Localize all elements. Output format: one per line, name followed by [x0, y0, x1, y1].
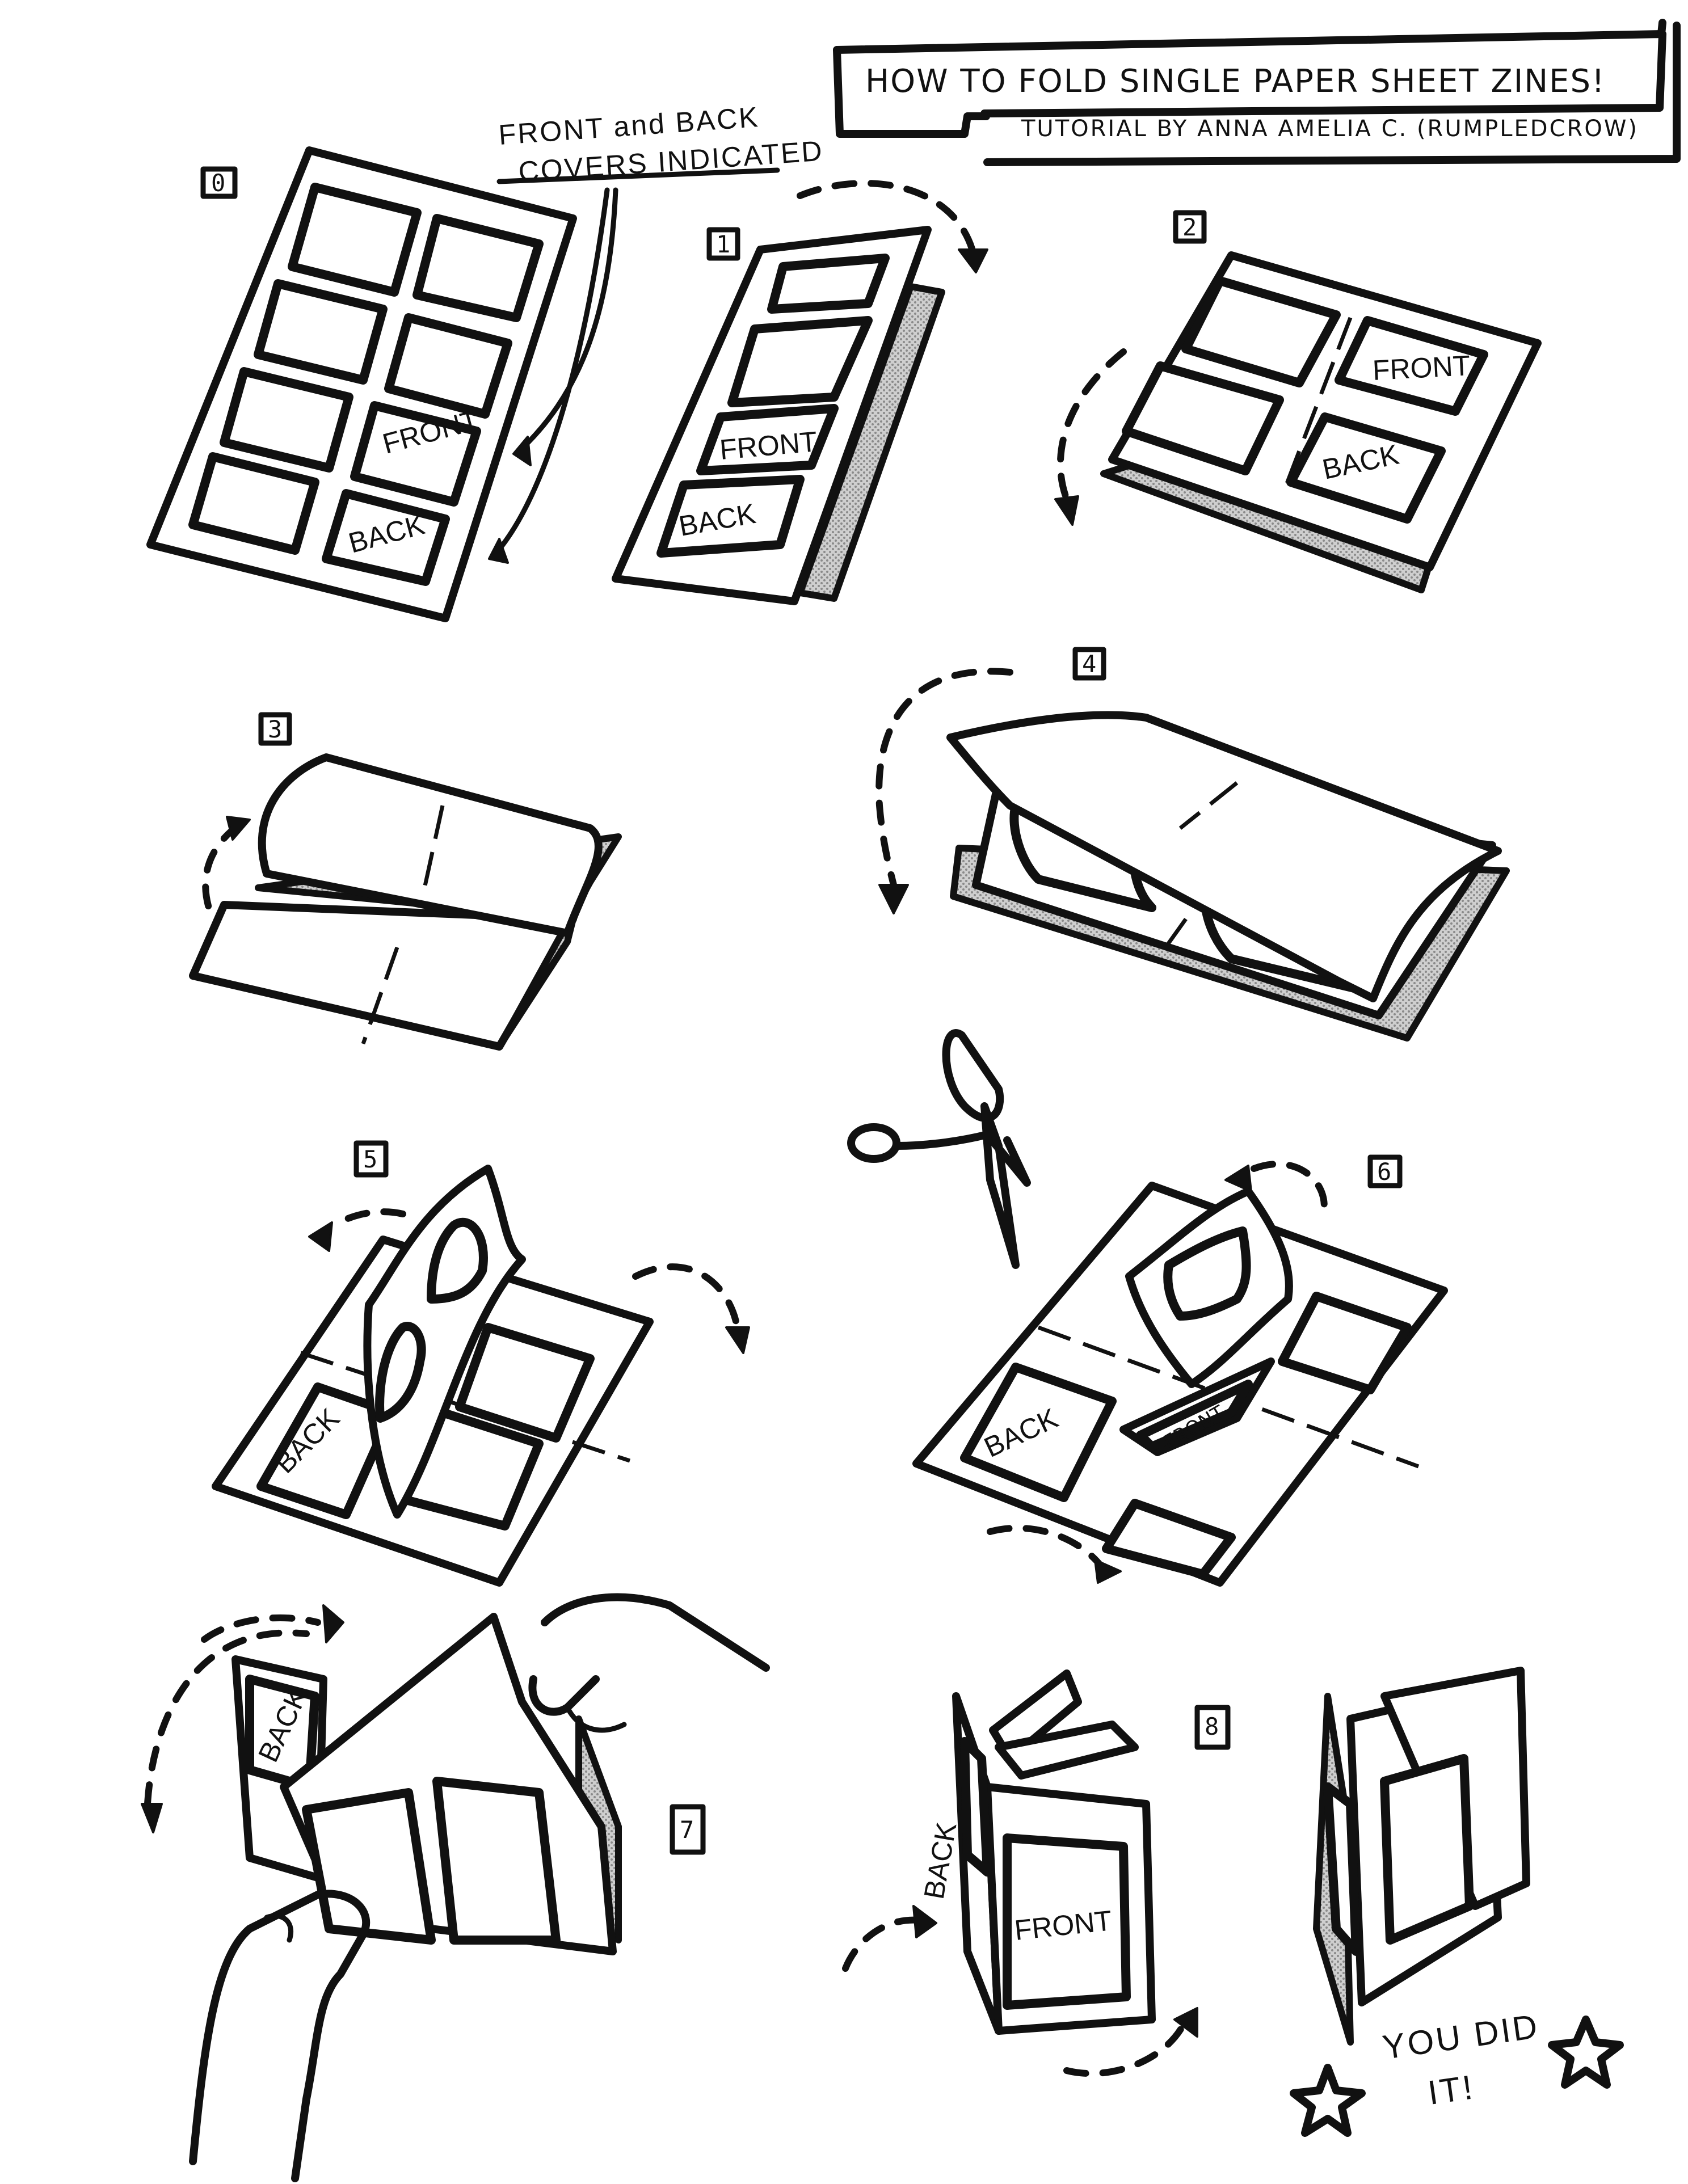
step-3: 3: [189, 712, 622, 1051]
tutorial-credit: TUTORIAL BY ANNA AMELIA C. (RUMPLEDCROW): [1021, 116, 1639, 142]
title-box: HOW TO FOLD SINGLE PAPER SHEET ZINES! TU…: [833, 19, 1681, 166]
step-4-fold-arrow-icon: [878, 884, 909, 914]
step-0-number: 0: [211, 169, 225, 197]
page-title: HOW TO FOLD SINGLE PAPER SHEET ZINES!: [865, 63, 1606, 100]
step-8-number: 8: [1205, 1713, 1219, 1740]
step-4: 4: [875, 647, 1510, 1042]
step-2-front-label: FRONT: [1372, 349, 1471, 386]
step-2-badge: [1173, 210, 1207, 244]
step-6-badge: [1367, 1154, 1403, 1188]
step-0: 0 FRONT BACK: [146, 146, 577, 622]
step-1: 1 FRONT BACK: [612, 180, 988, 605]
finish-line-1: YOU DID: [1380, 2007, 1542, 2067]
step-3-fold-arrow-icon: [226, 816, 251, 841]
step-8: 8 BACK FRONT: [842, 1667, 1530, 2077]
step-4-badge: [1072, 647, 1106, 681]
step-3-badge: [258, 712, 292, 746]
step-7-fold-arrow-left-icon: [141, 1803, 163, 1833]
star-icon: [1290, 2064, 1366, 2137]
step-6-number: 6: [1377, 1158, 1391, 1186]
step-5-number: 5: [363, 1145, 377, 1173]
scissors-icon: [847, 1029, 1031, 1269]
step-1-badge: [706, 227, 740, 261]
star-icon: [1548, 2016, 1624, 2089]
step-2: 2 FRONT BACK: [1054, 210, 1542, 593]
step-5-badge: [353, 1140, 389, 1178]
step-7-badge: [670, 1804, 706, 1855]
step-1-fold-arrow-icon: [958, 248, 988, 273]
step-4-number: 4: [1082, 650, 1096, 678]
step-6-fold-arrow-bottom-icon: [1094, 1559, 1122, 1584]
step-2-fold-arrow-icon: [1054, 495, 1079, 526]
step-0-badge: [200, 166, 238, 199]
step-6-fold-arrow-top-icon: [1224, 1165, 1252, 1192]
step-8-fold-arrow-left-icon: [912, 1905, 937, 1938]
step-7-number: 7: [680, 1816, 694, 1844]
note-arrow-icon: [512, 436, 532, 466]
step-5-fold-arrow-right-icon: [725, 1326, 750, 1354]
step-3-number: 3: [268, 715, 282, 743]
note-arrow-icon: [488, 538, 509, 564]
step-5-fold-arrow-left-icon: [308, 1221, 333, 1252]
finish-line-2: IT!: [1425, 2068, 1477, 2112]
step-8-fold-arrow-right-icon: [1173, 2007, 1198, 2038]
step-5: 5 BACK: [212, 1140, 750, 1587]
step-2-number: 2: [1182, 213, 1197, 241]
step-8-badge: [1194, 1705, 1231, 1750]
step-6: 6 BACK FRONT: [912, 1154, 1448, 1587]
step-7: 7 BACK: [141, 1593, 770, 2182]
step-8-back-label: BACK: [918, 1820, 963, 1901]
step-7-fold-arrow-top-icon: [322, 1604, 344, 1643]
step-1-number: 1: [716, 230, 730, 258]
